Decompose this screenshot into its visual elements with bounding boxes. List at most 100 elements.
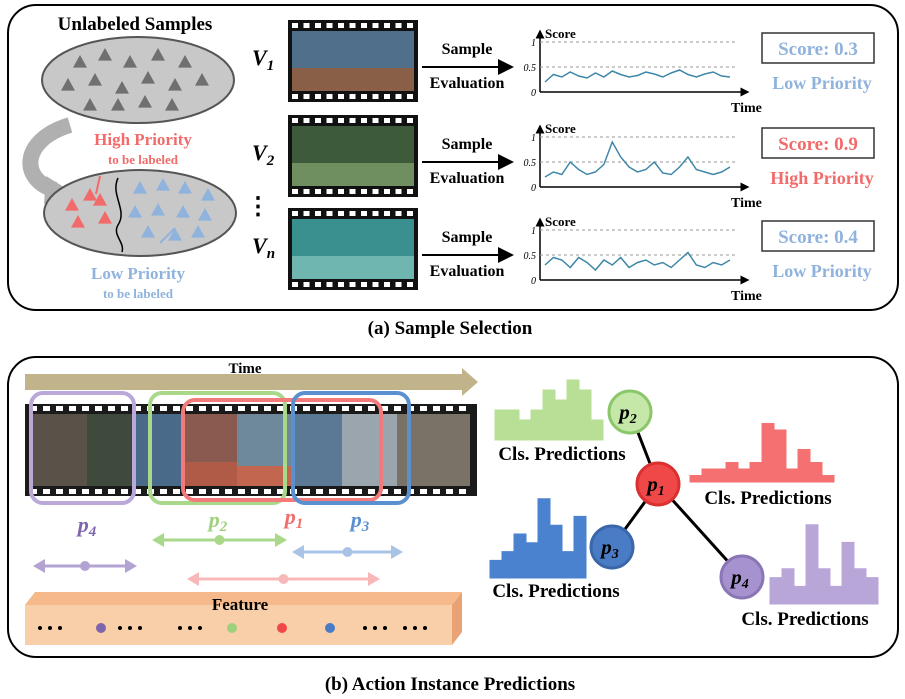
feature-label: Feature: [212, 595, 269, 614]
span-p4: [33, 559, 137, 573]
node-p2: p2: [607, 389, 653, 435]
sample-triangle: [73, 55, 87, 68]
pred-label-p1: Cls. Predictions: [704, 488, 831, 509]
svg-text:p1: p1: [645, 472, 665, 499]
low-priority-triangle: [133, 181, 147, 194]
label-p3: p3: [349, 507, 370, 535]
chart-tick-label: 0: [531, 183, 536, 194]
low-priority-triangle: [151, 203, 165, 216]
feature-dot: [138, 626, 142, 630]
high-priority-triangle: [83, 188, 97, 201]
film-frames: [32, 414, 470, 486]
feature-dot: [178, 626, 182, 630]
feature-dot: [363, 626, 367, 630]
span-p3: [292, 545, 403, 559]
proposal-box-p1: [181, 398, 383, 502]
caption-a: (a) Sample Selection: [368, 318, 533, 339]
sample-triangle: [195, 73, 209, 86]
tree-nodes: p2 p1 p3 p4: [589, 389, 765, 600]
arrow-label-top: Sample: [442, 229, 493, 246]
sample-triangle: [141, 71, 155, 84]
sample-triangle: [111, 98, 125, 111]
svg-text:p3: p3: [599, 535, 619, 562]
low-priority-triangle: [128, 205, 142, 218]
chart-y-label: Score: [545, 214, 576, 229]
low-priority-label: Low Priority: [91, 264, 185, 283]
feature-dot: [118, 626, 122, 630]
sample-triangle: [98, 48, 112, 61]
vertical-ellipsis: ⋮: [246, 194, 270, 220]
label-p1: p1: [283, 504, 304, 532]
video-label: V1: [252, 45, 274, 74]
chart-tick-label: 1: [531, 38, 536, 49]
histogram-p3: [489, 498, 587, 579]
span-p2: [152, 533, 287, 547]
feature-dot: [38, 626, 42, 630]
feature-bar: [25, 605, 452, 645]
chart-tick-label: 0: [531, 88, 536, 99]
feature-bar-side: [452, 592, 462, 645]
feature-dot: [373, 626, 377, 630]
arrow-label-bottom: Evaluation: [430, 263, 505, 280]
chart-x-label: Time: [731, 289, 762, 304]
video-label: Vn: [252, 233, 275, 262]
histogram-p2-bars: [494, 379, 604, 441]
decision-boundary: [115, 177, 124, 253]
low-priority-triangle: [178, 181, 192, 194]
feature-dot: [198, 626, 202, 630]
time-label: Time: [228, 361, 261, 377]
histogram-p4-bars: [769, 524, 879, 605]
svg-text:p4: p4: [729, 565, 749, 592]
proposal-box-p4: [29, 391, 136, 505]
histogram-p1: [689, 423, 835, 483]
chart-tick-label: 0.5: [524, 63, 537, 74]
feature-dot-highlight: [277, 623, 287, 633]
high-priority-triangle: [65, 198, 79, 211]
priority-label: Low Priority: [772, 261, 871, 281]
low-priority-triangle: [168, 228, 182, 241]
video-label: V2: [252, 140, 275, 169]
score-box: [761, 32, 875, 64]
feature-dot-highlight: [96, 623, 106, 633]
sample-triangle: [123, 55, 137, 68]
score-series-line: [544, 251, 731, 272]
pred-label-p2: Cls. Predictions: [498, 444, 625, 465]
priority-label: High Priority: [770, 168, 873, 188]
low-priority-triangle: [156, 178, 170, 191]
feature-dot: [403, 626, 407, 630]
sample-triangle: [165, 98, 179, 111]
pool-title: Unlabeled Samples: [58, 14, 213, 35]
histogram-p2: [494, 379, 604, 441]
high-priority-triangle: [98, 211, 112, 224]
high-pointer: [95, 175, 101, 195]
low-priority-triangle: [201, 188, 215, 201]
node-p3: p3: [589, 524, 635, 570]
score-box: [761, 220, 875, 252]
feature-dot-highlight: [227, 623, 237, 633]
label-p4: p4: [76, 512, 97, 540]
time-arrow-body: [25, 374, 465, 390]
low-priority-triangle: [191, 225, 205, 238]
svg-text:p2: p2: [617, 400, 637, 427]
histogram-p4: [769, 524, 879, 605]
feature-dot: [48, 626, 52, 630]
feature-dot: [188, 626, 192, 630]
score-value: Score: 0.9: [778, 134, 858, 155]
priority-label: Low Priority: [772, 73, 871, 93]
feature-bar-top: [25, 592, 462, 605]
low-pointer: [159, 227, 176, 244]
feature-dot: [58, 626, 62, 630]
score-value: Score: 0.3: [778, 39, 858, 60]
chart-x-label: Time: [731, 196, 762, 211]
feature-dot: [423, 626, 427, 630]
low-priority-triangle: [198, 208, 212, 221]
chart-y-label: Score: [545, 121, 576, 136]
sample-triangle: [151, 48, 165, 61]
sample-triangle: [83, 98, 97, 111]
chart-x-label: Time: [731, 101, 762, 116]
